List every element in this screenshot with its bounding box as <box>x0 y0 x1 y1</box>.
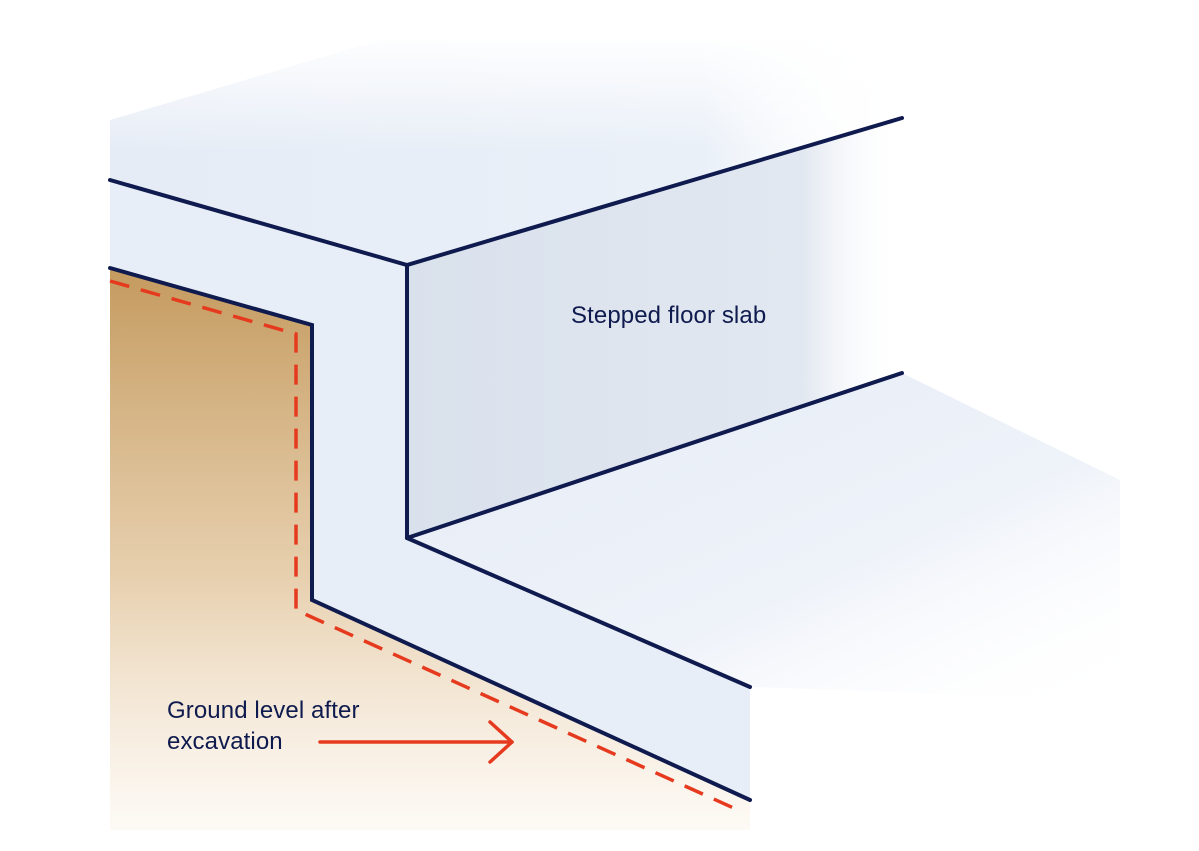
excavation-dashed-line <box>109 279 739 812</box>
soil-block <box>110 268 750 830</box>
upper-surface-fade <box>100 30 920 150</box>
lower-slab-surface <box>407 373 1120 700</box>
ground-label-line-2: excavation <box>167 728 283 755</box>
slab-front-strip <box>110 180 750 800</box>
slab-lower-front-edge <box>405 536 752 689</box>
slab-lower-edge <box>405 371 904 540</box>
right-arrow-icon <box>318 720 514 764</box>
ground-label-line-1: Ground level after <box>167 697 360 724</box>
slab-underside-outline <box>108 266 752 802</box>
ground-level-label: Ground level after excavation <box>167 695 427 757</box>
stepped-floor-slab-label: Stepped floor slab <box>571 302 767 329</box>
slab-step-face <box>407 118 902 538</box>
